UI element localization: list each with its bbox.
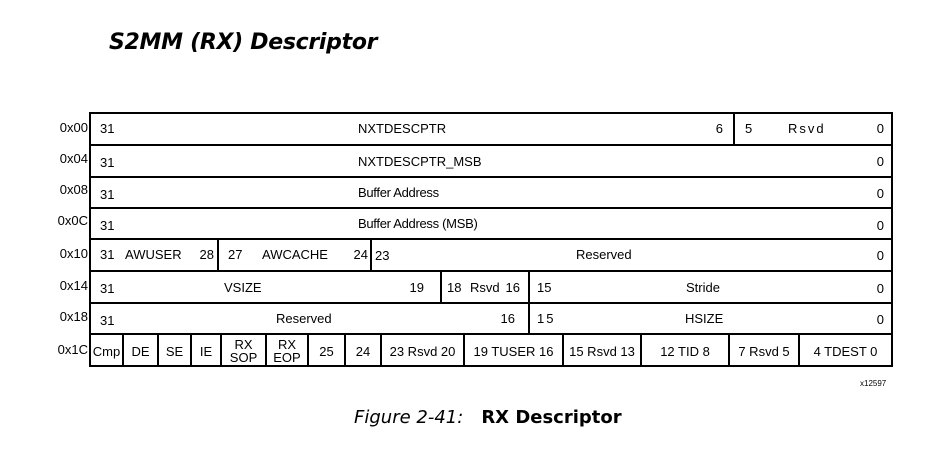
- field-msb: 31: [100, 281, 115, 296]
- field-name: Buffer Address (MSB): [358, 216, 478, 231]
- field-lsb: 16: [500, 311, 515, 326]
- field-name: Buffer Address: [358, 185, 439, 200]
- field-name: Rsvd: [470, 280, 500, 295]
- field-lsb: 0: [876, 154, 884, 169]
- register-row-0x00: 31 NXTDESCPTR 6 5 Rsvd 0: [91, 114, 891, 146]
- offset-label: 0x10: [59, 246, 88, 261]
- field-rsvd-15-13: 15 Rsvd 13: [562, 335, 640, 367]
- field-msb: 31: [100, 247, 115, 262]
- field-tdest: 4 TDEST 0: [798, 335, 891, 367]
- register-row-0x1C: Cmp DE SE IE RX SOP RX EOP 25 24 23 Rsvd…: [91, 333, 891, 367]
- field-ie: IE: [190, 335, 220, 367]
- field-stride: 15 Stride 0: [528, 272, 891, 302]
- field-name: Rsvd: [788, 121, 826, 136]
- field-name: Reserved: [576, 247, 632, 262]
- field-cmp: Cmp: [92, 343, 121, 359]
- field-hsize: 15 HSIZE 0: [528, 304, 891, 333]
- field-nxtdescptr-msb: 31 NXTDESCPTR_MSB 0: [91, 146, 891, 176]
- field-lsb: 19: [409, 280, 424, 295]
- offset-label: 0x04: [59, 151, 88, 166]
- field-msb: 31: [100, 155, 115, 170]
- field-rsvd-23-20: 23 Rsvd 20: [380, 335, 463, 367]
- field-msb: 18: [447, 280, 462, 295]
- field-msb: 31: [100, 218, 115, 233]
- field-lsb: 28: [199, 247, 214, 262]
- field-reserved: 31 Reserved 16: [91, 304, 528, 333]
- figure-name: RX Descriptor: [481, 407, 622, 428]
- field-awcache: 27 AWCACHE 24: [217, 240, 370, 270]
- field-rsvd: 18 Rsvd 16: [440, 272, 528, 302]
- field-msb: 5: [745, 121, 753, 136]
- offset-label: 0x14: [59, 278, 88, 293]
- field-name: Reserved: [276, 311, 332, 326]
- descriptor-register-table: 31 NXTDESCPTR 6 5 Rsvd 0 31 NXTDESCPTR_M…: [89, 112, 893, 367]
- field-msb: 31: [100, 121, 115, 136]
- figure-number: Figure 2-41:: [354, 407, 464, 428]
- field-lsb: 0: [876, 121, 884, 136]
- field-name: NXTDESCPTR_MSB: [358, 154, 482, 169]
- field-rx-sop: RX SOP: [220, 335, 265, 367]
- register-row-0x04: 31 NXTDESCPTR_MSB 0: [91, 144, 891, 176]
- field-lsb: 0: [876, 281, 884, 296]
- field-name: HSIZE: [685, 311, 724, 326]
- field-lsb: 0: [876, 248, 884, 263]
- field-buffer-address: 31 Buffer Address 0: [91, 178, 891, 207]
- field-msb: 27: [228, 247, 243, 262]
- field-reserved: 23 Reserved 0: [370, 240, 891, 270]
- field-buffer-address-msb: 31 Buffer Address (MSB) 0: [91, 209, 891, 240]
- field-msb: 15: [537, 280, 552, 295]
- field-awuser: 31 AWUSER 28: [91, 240, 217, 270]
- offset-label: 0x0C: [57, 213, 88, 228]
- register-row-0x0C: 31 Buffer Address (MSB) 0: [91, 207, 891, 240]
- offset-label: 0x08: [59, 182, 88, 197]
- register-row-0x08: 31 Buffer Address 0: [91, 176, 891, 207]
- field-bit-24: 24: [344, 335, 380, 367]
- field-name: Stride: [686, 280, 720, 295]
- field-msb: 31: [100, 313, 115, 328]
- field-vsize: 31 VSIZE 19: [91, 272, 440, 302]
- field-tuser: 19 TUSER 16: [463, 335, 562, 367]
- field-lsb: 24: [353, 247, 368, 262]
- field-msb: 23: [375, 248, 390, 263]
- field-lsb: 0: [876, 312, 884, 327]
- field-msb: 31: [100, 187, 115, 202]
- field-name: AWCACHE: [262, 247, 328, 262]
- field-msb: 15: [537, 311, 556, 326]
- field-rx-eop: RX EOP: [265, 335, 307, 367]
- register-row-0x18: 31 Reserved 16 15 HSIZE 0: [91, 302, 891, 333]
- register-row-0x10: 31 AWUSER 28 27 AWCACHE 24 23 Reserved 0: [91, 238, 891, 270]
- field-name: VSIZE: [224, 280, 262, 295]
- figure-id: x12597: [860, 379, 887, 388]
- field-name: NXTDESCPTR: [358, 121, 447, 136]
- register-row-0x14: 31 VSIZE 19 18 Rsvd 16 15 Stride 0: [91, 270, 891, 302]
- field-de: DE: [122, 335, 157, 367]
- field-name: AWUSER: [125, 247, 182, 262]
- field-bit-25: 25: [307, 335, 344, 367]
- field-nxtdescptr: 31 NXTDESCPTR 6: [91, 114, 733, 146]
- field-lsb: 6: [715, 121, 723, 136]
- field-lsb: 16: [505, 280, 520, 295]
- field-se: SE: [157, 335, 190, 367]
- field-lsb: 0: [876, 218, 884, 233]
- offset-label: 0x1C: [57, 342, 88, 357]
- offset-label: 0x18: [59, 309, 88, 324]
- field-rsvd: 5 Rsvd 0: [733, 114, 891, 146]
- offset-label: 0x00: [59, 120, 88, 135]
- field-lsb: 0: [876, 186, 884, 201]
- field-tid: 12 TID 8: [640, 335, 728, 367]
- page-title: S2MM (RX) Descriptor: [109, 30, 378, 55]
- figure-caption: Figure 2-41: RX Descriptor: [354, 407, 622, 428]
- field-rsvd-7-5: 7 Rsvd 5: [728, 335, 798, 367]
